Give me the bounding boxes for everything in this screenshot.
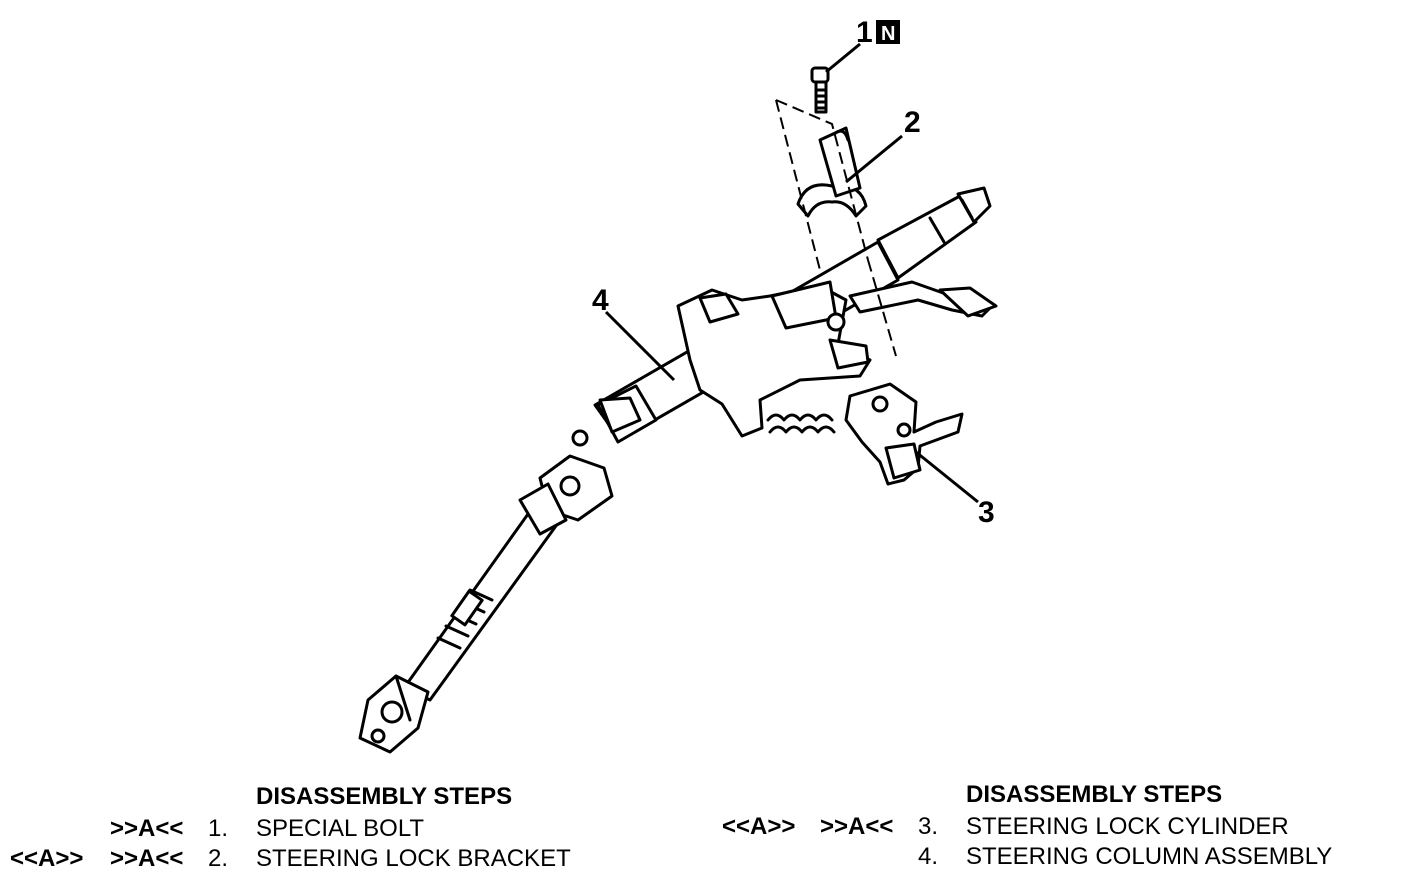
legend-row: >>A<< 1. SPECIAL BOLT bbox=[0, 814, 700, 844]
main-shaft bbox=[876, 186, 992, 280]
legend-row: <<A>> >>A<< 3. STEERING LOCK CYLINDER bbox=[700, 812, 1400, 842]
new-part-badge-letter: N bbox=[881, 23, 895, 45]
steering-lock-bracket bbox=[796, 126, 868, 218]
lower-universal-joint bbox=[358, 674, 430, 754]
step-label: STEERING LOCK CYLINDER bbox=[966, 813, 1289, 840]
new-part-badge-icon bbox=[876, 20, 900, 44]
column-bracket bbox=[676, 280, 872, 438]
special-bolt bbox=[810, 66, 830, 114]
step-number: 4. bbox=[918, 843, 939, 870]
steering-lock-cylinder bbox=[844, 382, 964, 486]
removal-ref: >>A<< bbox=[110, 815, 184, 842]
legend-right: DISASSEMBLY STEPS <<A>> >>A<< 3. STEERIN… bbox=[700, 780, 1400, 892]
step-number: 2. bbox=[208, 845, 229, 872]
step-label: SPECIAL BOLT bbox=[256, 815, 425, 842]
install-ref: <<A>> bbox=[722, 813, 796, 840]
leader-line-3 bbox=[915, 450, 979, 504]
callout-4: 4 bbox=[592, 284, 609, 317]
legend-left: DISASSEMBLY STEPS >>A<< 1. SPECIAL BOLT … bbox=[0, 780, 700, 892]
install-ref: <<A>> bbox=[10, 845, 84, 872]
legend-right-heading: DISASSEMBLY STEPS bbox=[966, 781, 1223, 808]
step-number: 1. bbox=[208, 815, 229, 842]
legend-left-heading: DISASSEMBLY STEPS bbox=[256, 783, 513, 810]
legend-row: 4. STEERING COLUMN ASSEMBLY bbox=[700, 842, 1400, 872]
step-label: STEERING LOCK BRACKET bbox=[256, 845, 571, 872]
leader-line-2 bbox=[845, 134, 903, 184]
callout-1: 1 bbox=[856, 16, 873, 49]
assembly-guide-lines bbox=[775, 99, 897, 357]
leader-line-4 bbox=[604, 310, 676, 382]
step-label: STEERING COLUMN ASSEMBLY bbox=[966, 843, 1333, 870]
legend-row: <<A>> >>A<< 2. STEERING LOCK BRACKET bbox=[0, 844, 700, 874]
upper-universal-joint bbox=[518, 429, 614, 536]
callout-3: 3 bbox=[978, 496, 995, 529]
leader-line-1 bbox=[825, 42, 861, 74]
steering-column-diagram: 1 N 2 3 4 bbox=[358, 16, 998, 754]
removal-ref: >>A<< bbox=[820, 813, 894, 840]
removal-ref: >>A<< bbox=[110, 845, 184, 872]
callout-2: 2 bbox=[904, 106, 921, 139]
step-number: 3. bbox=[918, 813, 939, 840]
tilt-spring bbox=[766, 413, 836, 434]
harness-bracket bbox=[848, 280, 998, 318]
